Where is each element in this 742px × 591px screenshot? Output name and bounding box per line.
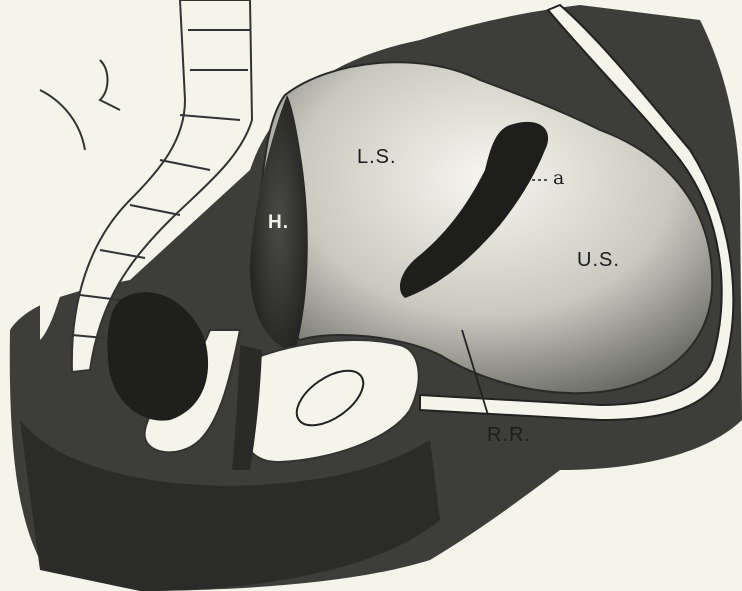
label-retraction-ring: R.R. (487, 424, 531, 447)
label-lower-segment: L.S. (357, 146, 397, 169)
label-point-a: a (553, 167, 565, 189)
label-upper-segment: U.S. (577, 249, 620, 272)
label-hymen: H. (268, 212, 289, 234)
